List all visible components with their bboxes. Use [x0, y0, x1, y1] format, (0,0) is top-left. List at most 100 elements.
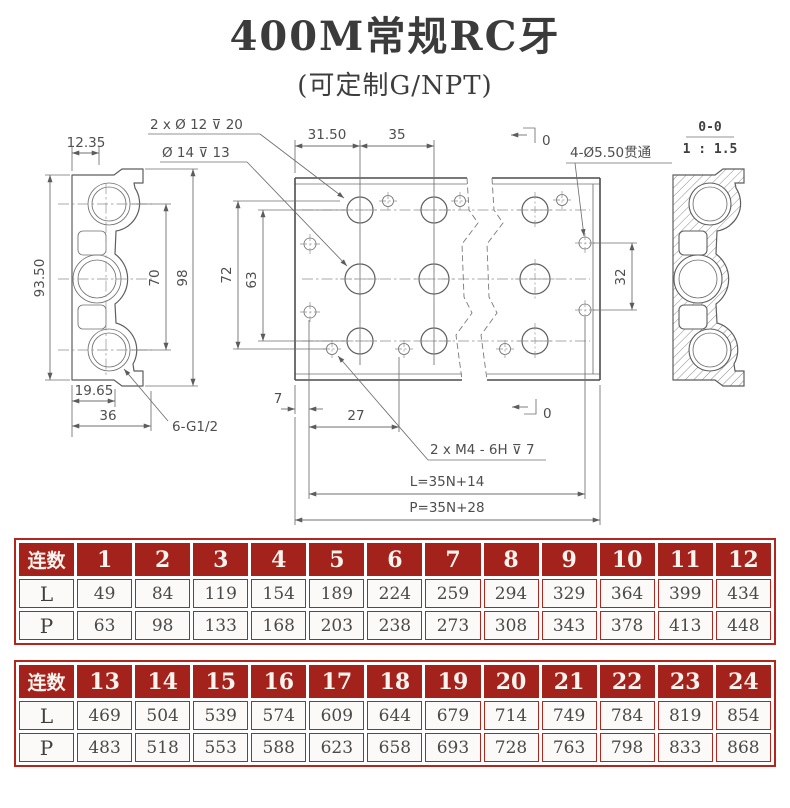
callout-through-holes: 4-Ø5.50贯通	[566, 145, 672, 237]
table-row-label: L	[19, 579, 75, 608]
table-cell: 644	[367, 701, 423, 730]
table-column-header: 20	[483, 665, 539, 698]
dim-port-pitch: 35	[360, 127, 434, 149]
table-cell: 84	[135, 579, 191, 608]
table-cell: 798	[599, 733, 655, 762]
callout-counterbore: 2 x Ø 12 ⊽ 20	[148, 117, 345, 199]
section-scale: 1 : 1.5	[683, 142, 738, 157]
section-view: 0-0 1 : 1.5	[672, 120, 745, 387]
table-cell: 364	[599, 579, 655, 608]
page-title: 400M常规RC牙	[229, 13, 561, 60]
section-marker-bottom: 0	[512, 399, 552, 422]
table-column-header: 5	[309, 543, 365, 576]
page: 400M常规RC牙 (可定制G/NPT)	[0, 14, 790, 808]
callout-m4: 2 x M4 - 6H ⊽ 7	[337, 355, 546, 461]
table-cell: 259	[425, 579, 481, 608]
callout-label: Ø 14 ⊽ 13	[162, 145, 230, 161]
table-column-header: 9	[541, 543, 597, 576]
table-column-header: 19	[425, 665, 481, 698]
table-column-header: 15	[193, 665, 249, 698]
table-cell: 714	[483, 701, 539, 730]
table-row-label: L	[19, 701, 75, 730]
dim-label: 70	[147, 269, 163, 286]
table-cell: 399	[657, 579, 713, 608]
table-cell: 378	[599, 611, 655, 640]
table-cell: 434	[715, 579, 771, 608]
table-column-header: 17	[309, 665, 365, 698]
table-column-header: 21	[541, 665, 597, 698]
table-cell: 63	[77, 611, 133, 640]
dim-edge-hole: 7	[274, 320, 323, 499]
table-column-header: 2	[135, 543, 191, 576]
table-cell: 448	[715, 611, 771, 640]
dim-top-width: 12.35	[67, 135, 105, 171]
table-cell: 749	[541, 701, 597, 730]
table-cell: 343	[541, 611, 597, 640]
table-cell: 518	[135, 733, 191, 762]
dim-label: P=35N+28	[409, 500, 484, 516]
table-column-header: 13	[77, 665, 133, 698]
table-cell: 693	[425, 733, 481, 762]
table-column-header: 12	[715, 543, 771, 576]
table-column-header: 6	[367, 543, 423, 576]
table-cell: 483	[77, 733, 133, 762]
dim-row-span: 63	[244, 209, 345, 342]
table-column-header: 18	[367, 665, 423, 698]
dim-hole-offset: 27	[309, 357, 400, 432]
table-cell: 623	[309, 733, 365, 762]
table-cell: 294	[483, 579, 539, 608]
table-column-header: 16	[251, 665, 307, 698]
table-column-header: 8	[483, 543, 539, 576]
dim-label: 72	[219, 266, 235, 283]
section-marker-label: 0	[543, 406, 552, 422]
table-row-label: P	[19, 611, 75, 640]
section-marker-top: 0	[511, 127, 551, 149]
table-cell: 539	[193, 701, 249, 730]
table-column-header: 14	[135, 665, 191, 698]
table-column-header: 23	[657, 665, 713, 698]
table-cell: 203	[309, 611, 365, 640]
table-cell: 553	[193, 733, 249, 762]
technical-drawing: 12.35 93.50 70 98 19.65 36	[32, 117, 745, 525]
dim-port-span: 70	[132, 203, 171, 351]
table-row-label: P	[19, 733, 75, 762]
table-cell: 833	[657, 733, 713, 762]
table-corner-label: 连数	[19, 665, 75, 698]
dim-label: 19.65	[75, 383, 114, 399]
table-cell: 574	[251, 701, 307, 730]
callout-label: 4-Ø5.50贯通	[570, 145, 652, 161]
table-cell: 658	[367, 733, 423, 762]
dim-bottom-offset: 19.65	[71, 383, 116, 437]
page-subtitle: (可定制G/NPT)	[297, 71, 493, 101]
section-title: 0-0	[698, 120, 722, 135]
table-cell: 819	[657, 701, 713, 730]
table-column-header: 1	[77, 543, 133, 576]
dim-height-right: 98	[145, 168, 198, 387]
dim-formula-P: P=35N+28	[294, 385, 601, 525]
dim-formula-L: L=35N+14	[309, 317, 586, 499]
table-cell: 224	[367, 579, 423, 608]
callout-label: 2 x Ø 12 ⊽ 20	[150, 117, 243, 133]
table-cell: 308	[483, 611, 539, 640]
table-column-header: 4	[251, 543, 307, 576]
table-cell: 609	[309, 701, 365, 730]
table-column-header: 3	[193, 543, 249, 576]
dim-bottom-width: 36	[72, 391, 152, 431]
table-cell: 728	[483, 733, 539, 762]
table-cell: 413	[657, 611, 713, 640]
table-cell: 168	[251, 611, 307, 640]
table-cell: 679	[425, 701, 481, 730]
table-column-header: 24	[715, 665, 771, 698]
table-cell: 504	[135, 701, 191, 730]
dim-label: 93.50	[32, 259, 48, 298]
table-cell: 49	[77, 579, 133, 608]
table-cell: 329	[541, 579, 597, 608]
dim-label: 32	[613, 268, 629, 285]
table-column-header: 11	[657, 543, 713, 576]
table-cell: 784	[599, 701, 655, 730]
table-cell: 854	[715, 701, 771, 730]
